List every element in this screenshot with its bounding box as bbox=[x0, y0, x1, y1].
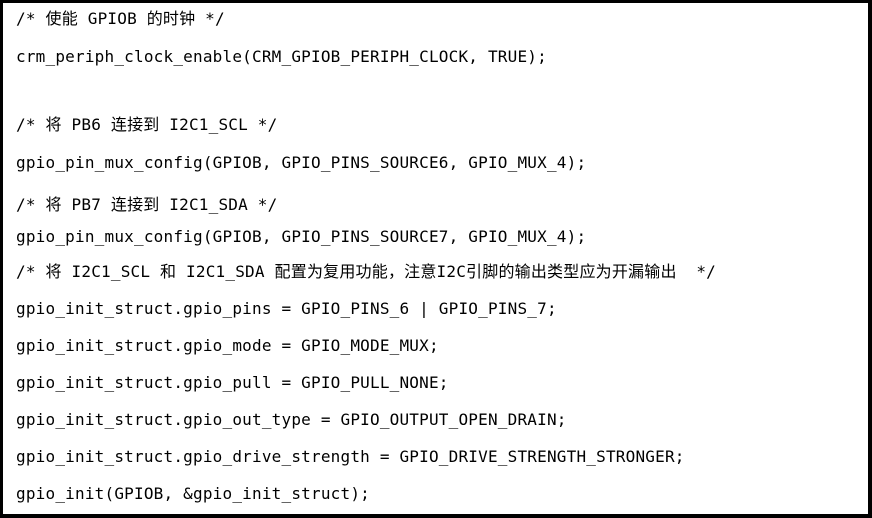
code-line-gpio-drive-strength: gpio_init_struct.gpio_drive_strength = G… bbox=[16, 447, 685, 466]
code-line-comment-open-drain-note: /* 将 I2C1_SCL 和 I2C1_SDA 配置为复用功能，注意I2C引脚… bbox=[16, 262, 716, 281]
code-line-comment-enable-gpiob-clock: /* 使能 GPIOB 的时钟 */ bbox=[16, 9, 225, 28]
code-line-gpio-mode: gpio_init_struct.gpio_mode = GPIO_MODE_M… bbox=[16, 336, 439, 355]
code-line-mux-config-source6: gpio_pin_mux_config(GPIOB, GPIO_PINS_SOU… bbox=[16, 153, 587, 172]
code-line-comment-pb7-sda: /* 将 PB7 连接到 I2C1_SDA */ bbox=[16, 195, 278, 214]
code-line-gpio-init-call: gpio_init(GPIOB, &gpio_init_struct); bbox=[16, 484, 370, 503]
code-line-gpio-pull: gpio_init_struct.gpio_pull = GPIO_PULL_N… bbox=[16, 373, 449, 392]
code-line-crm-periph-clock-enable: crm_periph_clock_enable(CRM_GPIOB_PERIPH… bbox=[16, 47, 547, 66]
code-line-comment-pb6-scl: /* 将 PB6 连接到 I2C1_SCL */ bbox=[16, 115, 278, 134]
code-line-mux-config-source7: gpio_pin_mux_config(GPIOB, GPIO_PINS_SOU… bbox=[16, 227, 587, 246]
code-line-gpio-pins: gpio_init_struct.gpio_pins = GPIO_PINS_6… bbox=[16, 299, 557, 318]
code-line-gpio-out-type: gpio_init_struct.gpio_out_type = GPIO_OU… bbox=[16, 410, 567, 429]
